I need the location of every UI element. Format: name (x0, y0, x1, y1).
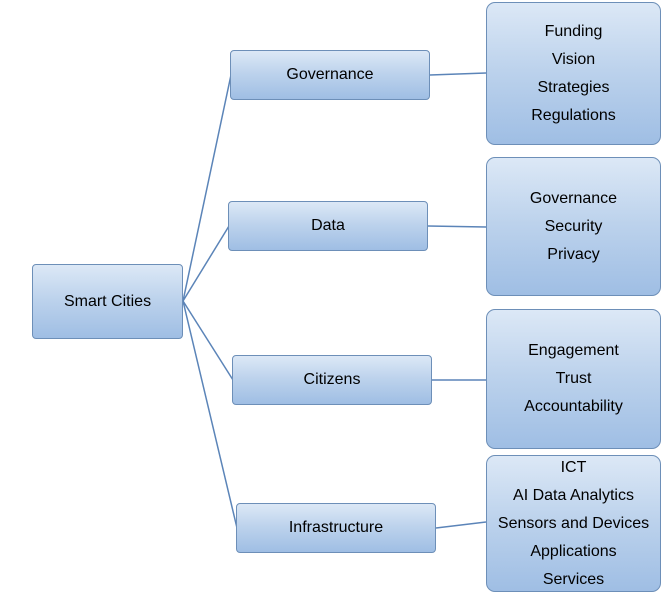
leaf-item: Vision (551, 50, 596, 68)
branch-node-infrastructure: Infrastructure (236, 503, 436, 553)
root-node: Smart Cities (32, 264, 183, 339)
leaf-item: Engagement (528, 342, 619, 359)
branch-label: Data (311, 217, 345, 234)
leaf-box-governance: Funding Vision Strategies Regulations (486, 2, 661, 145)
branch-label: Infrastructure (288, 519, 384, 536)
branch-label: Citizens (303, 371, 361, 388)
branch-node-data: Data (228, 201, 428, 251)
leaf-box-citizens: Engagement Trust Accountability (486, 309, 661, 449)
leaf-item: Accountability (524, 398, 623, 415)
leaf-item: Strategies (537, 78, 610, 96)
leaf-item: Applications (530, 542, 617, 560)
leaf-box-data: Governance Security Privacy (486, 157, 661, 296)
leaf-item: AI Data Analytics (513, 486, 634, 504)
connector-infrastructure-leaf (435, 521, 487, 529)
connector-root-infrastructure (182, 300, 238, 529)
branch-node-governance: Governance (230, 50, 430, 100)
leaf-item: Trust (555, 370, 592, 387)
connector-root-governance (182, 74, 232, 302)
leaf-item: Sensors and Devices (497, 514, 650, 532)
branch-label: Governance (286, 66, 374, 83)
connector-governance-leaf (429, 72, 487, 76)
branch-node-citizens: Citizens (232, 355, 432, 405)
connector-root-data (182, 225, 230, 302)
connector-root-citizens (182, 300, 234, 381)
leaf-item: Services (542, 570, 605, 588)
leaf-item: Funding (544, 22, 603, 40)
leaf-box-infrastructure: ICT AI Data Analytics Sensors and Device… (486, 455, 661, 592)
leaf-item: ICT (560, 458, 587, 476)
leaf-item: Security (544, 217, 603, 235)
connector-data-leaf (427, 225, 487, 228)
leaf-item: Regulations (531, 106, 616, 124)
leaf-item: Privacy (547, 245, 600, 263)
root-label: Smart Cities (63, 292, 152, 310)
leaf-item: Governance (529, 189, 618, 207)
